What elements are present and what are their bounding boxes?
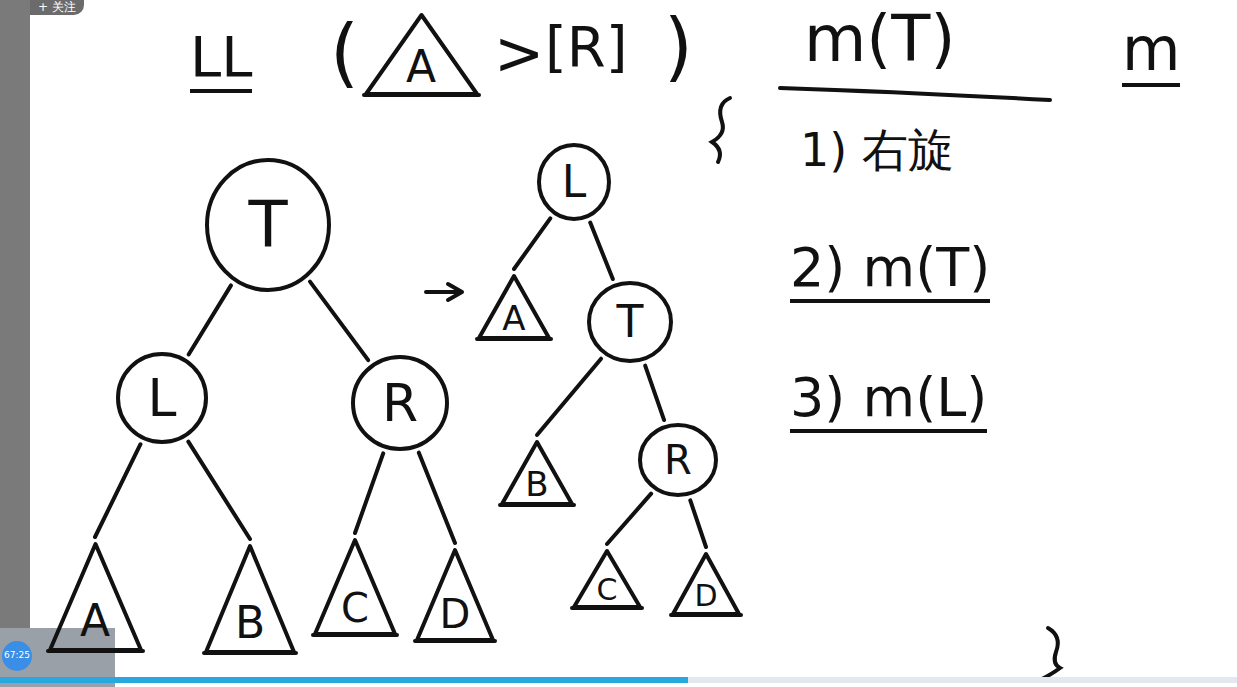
triangle-outline [50, 544, 141, 650]
note: 3) m(L) [790, 370, 987, 433]
note: 1) 右旋 [800, 126, 954, 174]
tree-edge [590, 223, 613, 279]
triangle-outline [479, 276, 549, 338]
node-label: D [440, 594, 471, 634]
tree-edge [607, 494, 651, 544]
subtree-triangle: C [572, 549, 642, 611]
brace [712, 98, 730, 162]
progress-bar [0, 677, 688, 683]
circle-outline [118, 354, 206, 442]
tree-edge [645, 366, 664, 420]
transform-arrow [426, 284, 462, 300]
tree-edge [419, 453, 455, 543]
circle-outline [640, 425, 716, 495]
triangle-base [572, 606, 642, 610]
underline [780, 88, 1050, 100]
subtree-triangle: B [204, 544, 296, 656]
subtree-triangle: B [500, 440, 574, 508]
node-label: B [525, 467, 548, 501]
triangle-outline [502, 442, 572, 504]
node-label: T [617, 300, 644, 344]
node-label: L [148, 372, 177, 424]
triangle-outline [315, 540, 395, 634]
node-label: A [502, 301, 525, 335]
brace [1040, 628, 1060, 680]
triangle-outline [206, 546, 294, 652]
progress-track [0, 677, 1237, 683]
node-label: B [235, 601, 265, 645]
note: ( [330, 14, 359, 92]
triangle-outline [417, 550, 493, 640]
triangle-base [364, 93, 479, 97]
tree-edge [690, 500, 706, 547]
subtree-triangle: A [477, 274, 551, 342]
triangle-base [415, 639, 495, 643]
node-label: A [406, 45, 436, 89]
circle-outline [207, 160, 329, 290]
tree-edge [514, 218, 550, 269]
tree-node: T [205, 158, 331, 292]
note: [R] [545, 18, 628, 77]
tree-edge [188, 442, 250, 539]
triangle-outline [366, 15, 477, 94]
circle-outline [353, 357, 447, 449]
subtree-triangle: A [48, 542, 143, 654]
tree-edge [95, 444, 140, 537]
note: 2) m(T) [790, 240, 990, 303]
triangle-base [671, 613, 741, 617]
node-label: T [248, 193, 287, 257]
note: ) [664, 8, 693, 86]
note: > [494, 22, 544, 85]
tree-edge [537, 359, 601, 435]
side-bar [0, 0, 30, 687]
node-label: L [562, 160, 587, 204]
node-label: C [341, 588, 369, 628]
tree-edge [355, 453, 383, 533]
subtree-triangle: D [671, 552, 741, 618]
tree-node: R [638, 423, 718, 497]
circle-outline [539, 145, 609, 219]
tree-edge [310, 282, 368, 361]
node-label: R [664, 440, 692, 480]
tree-node: R [351, 355, 449, 451]
note: m(T) [804, 6, 955, 73]
subtree-triangle: D [415, 548, 495, 644]
node-label: A [80, 599, 110, 643]
tree-node: T [587, 281, 673, 363]
triangle-base [500, 503, 574, 507]
triangle-base [313, 633, 397, 637]
tree-node: L [116, 352, 208, 444]
title: LL [190, 28, 252, 93]
note: m [1122, 18, 1180, 87]
triangle-base [48, 649, 143, 653]
subtree-triangle: C [313, 538, 397, 638]
node-label: R [382, 377, 418, 429]
player-overlay: 67:25 [2, 641, 32, 671]
circle-outline [589, 283, 671, 361]
player-overlay: + 关注 [30, 0, 84, 15]
subtree-triangle: A [364, 13, 479, 98]
tree-edge [189, 285, 231, 354]
tree-node: L [537, 143, 611, 221]
triangle-outline [574, 551, 640, 607]
triangle-base [477, 337, 551, 341]
triangle-base [204, 651, 296, 655]
triangle-outline [673, 554, 739, 614]
node-label: C [597, 575, 618, 605]
node-label: D [694, 581, 717, 611]
